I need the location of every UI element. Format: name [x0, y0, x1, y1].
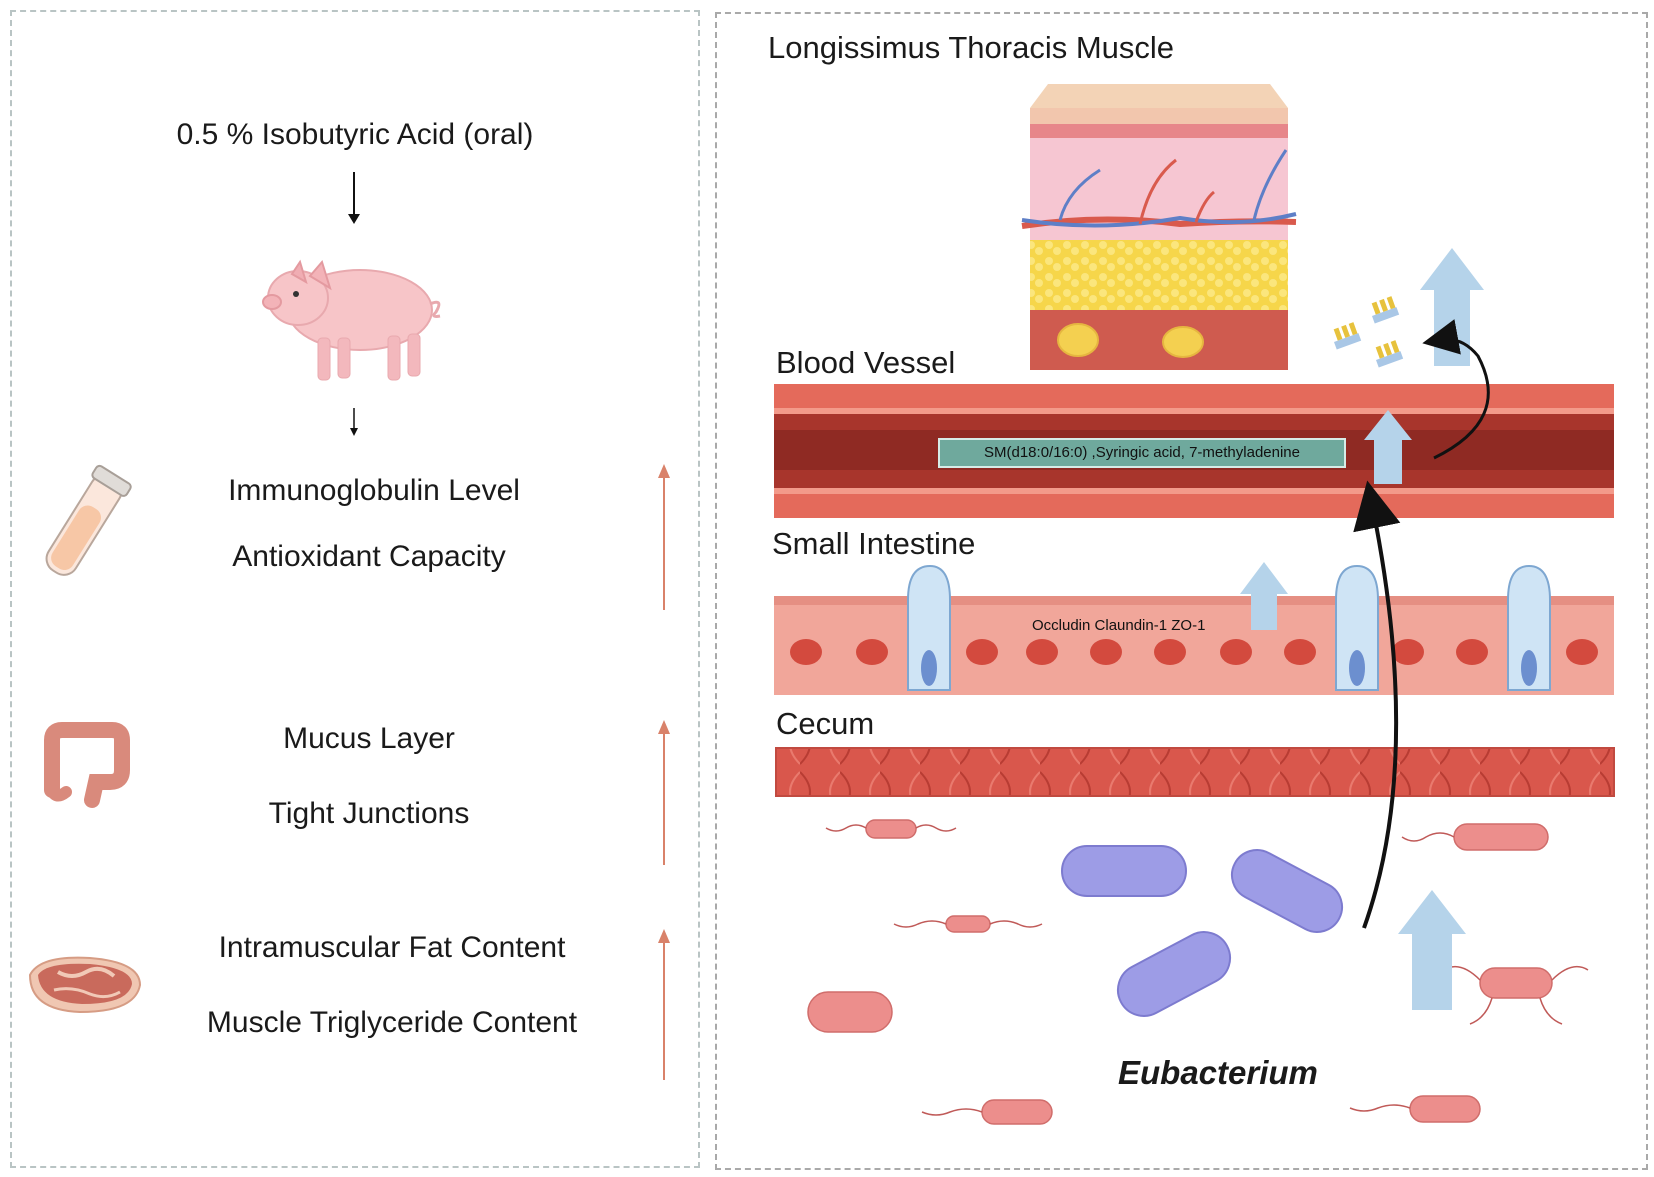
up-arrow-muscle	[1420, 248, 1484, 366]
up-arrow-blood	[1364, 410, 1412, 484]
muscle-tissue-block	[1021, 84, 1297, 370]
bacterium-label: Eubacterium	[1118, 1054, 1318, 1091]
triglyceride-label: Muscle Triglyceride Content	[206, 1006, 578, 1039]
flow-arrow-blood-to-muscle	[1422, 319, 1490, 460]
mucus-label: Mucus Layer	[283, 722, 455, 755]
fat-content-label: Intramuscular Fat Content	[218, 931, 566, 964]
section-muscle-title: Longissimus Thoracis Muscle	[768, 30, 1175, 65]
metabolites-box: SM(d18:0/16:0) ,Syringic acid, 7-methyla…	[938, 438, 1346, 468]
down-arrow-2	[350, 408, 358, 436]
junction-proteins-label: Occludin Claundin-1 ZO-1	[1032, 617, 1206, 634]
bacteria-flagella	[825, 824, 1589, 1116]
flow-arrow-gut-to-blood	[1353, 480, 1401, 929]
up-arrow-intestine	[1240, 562, 1288, 630]
cecum-band	[775, 747, 1615, 797]
tight-junctions-label: Tight Junctions	[268, 797, 470, 830]
down-arrow-1	[348, 172, 360, 224]
small-intestine-epithelium	[774, 564, 1614, 695]
left-panel	[10, 10, 700, 1168]
trend-arrow-2	[658, 720, 670, 865]
right-panel	[715, 12, 1648, 1170]
intestine-icon	[44, 722, 130, 808]
section-blood-title: Blood Vessel	[776, 345, 956, 380]
pig-icon	[262, 259, 441, 381]
treatment-label: 0.5 % Isobutyric Acid (oral)	[176, 118, 534, 151]
section-cecum-title: Cecum	[776, 706, 875, 741]
up-arrow-bacteria	[1398, 890, 1466, 1010]
section-intestine-title: Small Intestine	[772, 526, 976, 561]
blood-tube-icon	[45, 464, 132, 576]
metabolite-molecules	[1333, 296, 1404, 368]
bacteria-pink	[807, 819, 1553, 1125]
bacteria-purple	[1061, 845, 1344, 1017]
antioxidant-label: Antioxidant Capacity	[232, 540, 506, 573]
trend-arrow-3	[658, 929, 670, 1080]
immunoglobulin-label: Immunoglobulin Level	[228, 474, 520, 507]
trend-arrow-1	[658, 464, 670, 610]
meat-icon	[28, 956, 142, 1014]
